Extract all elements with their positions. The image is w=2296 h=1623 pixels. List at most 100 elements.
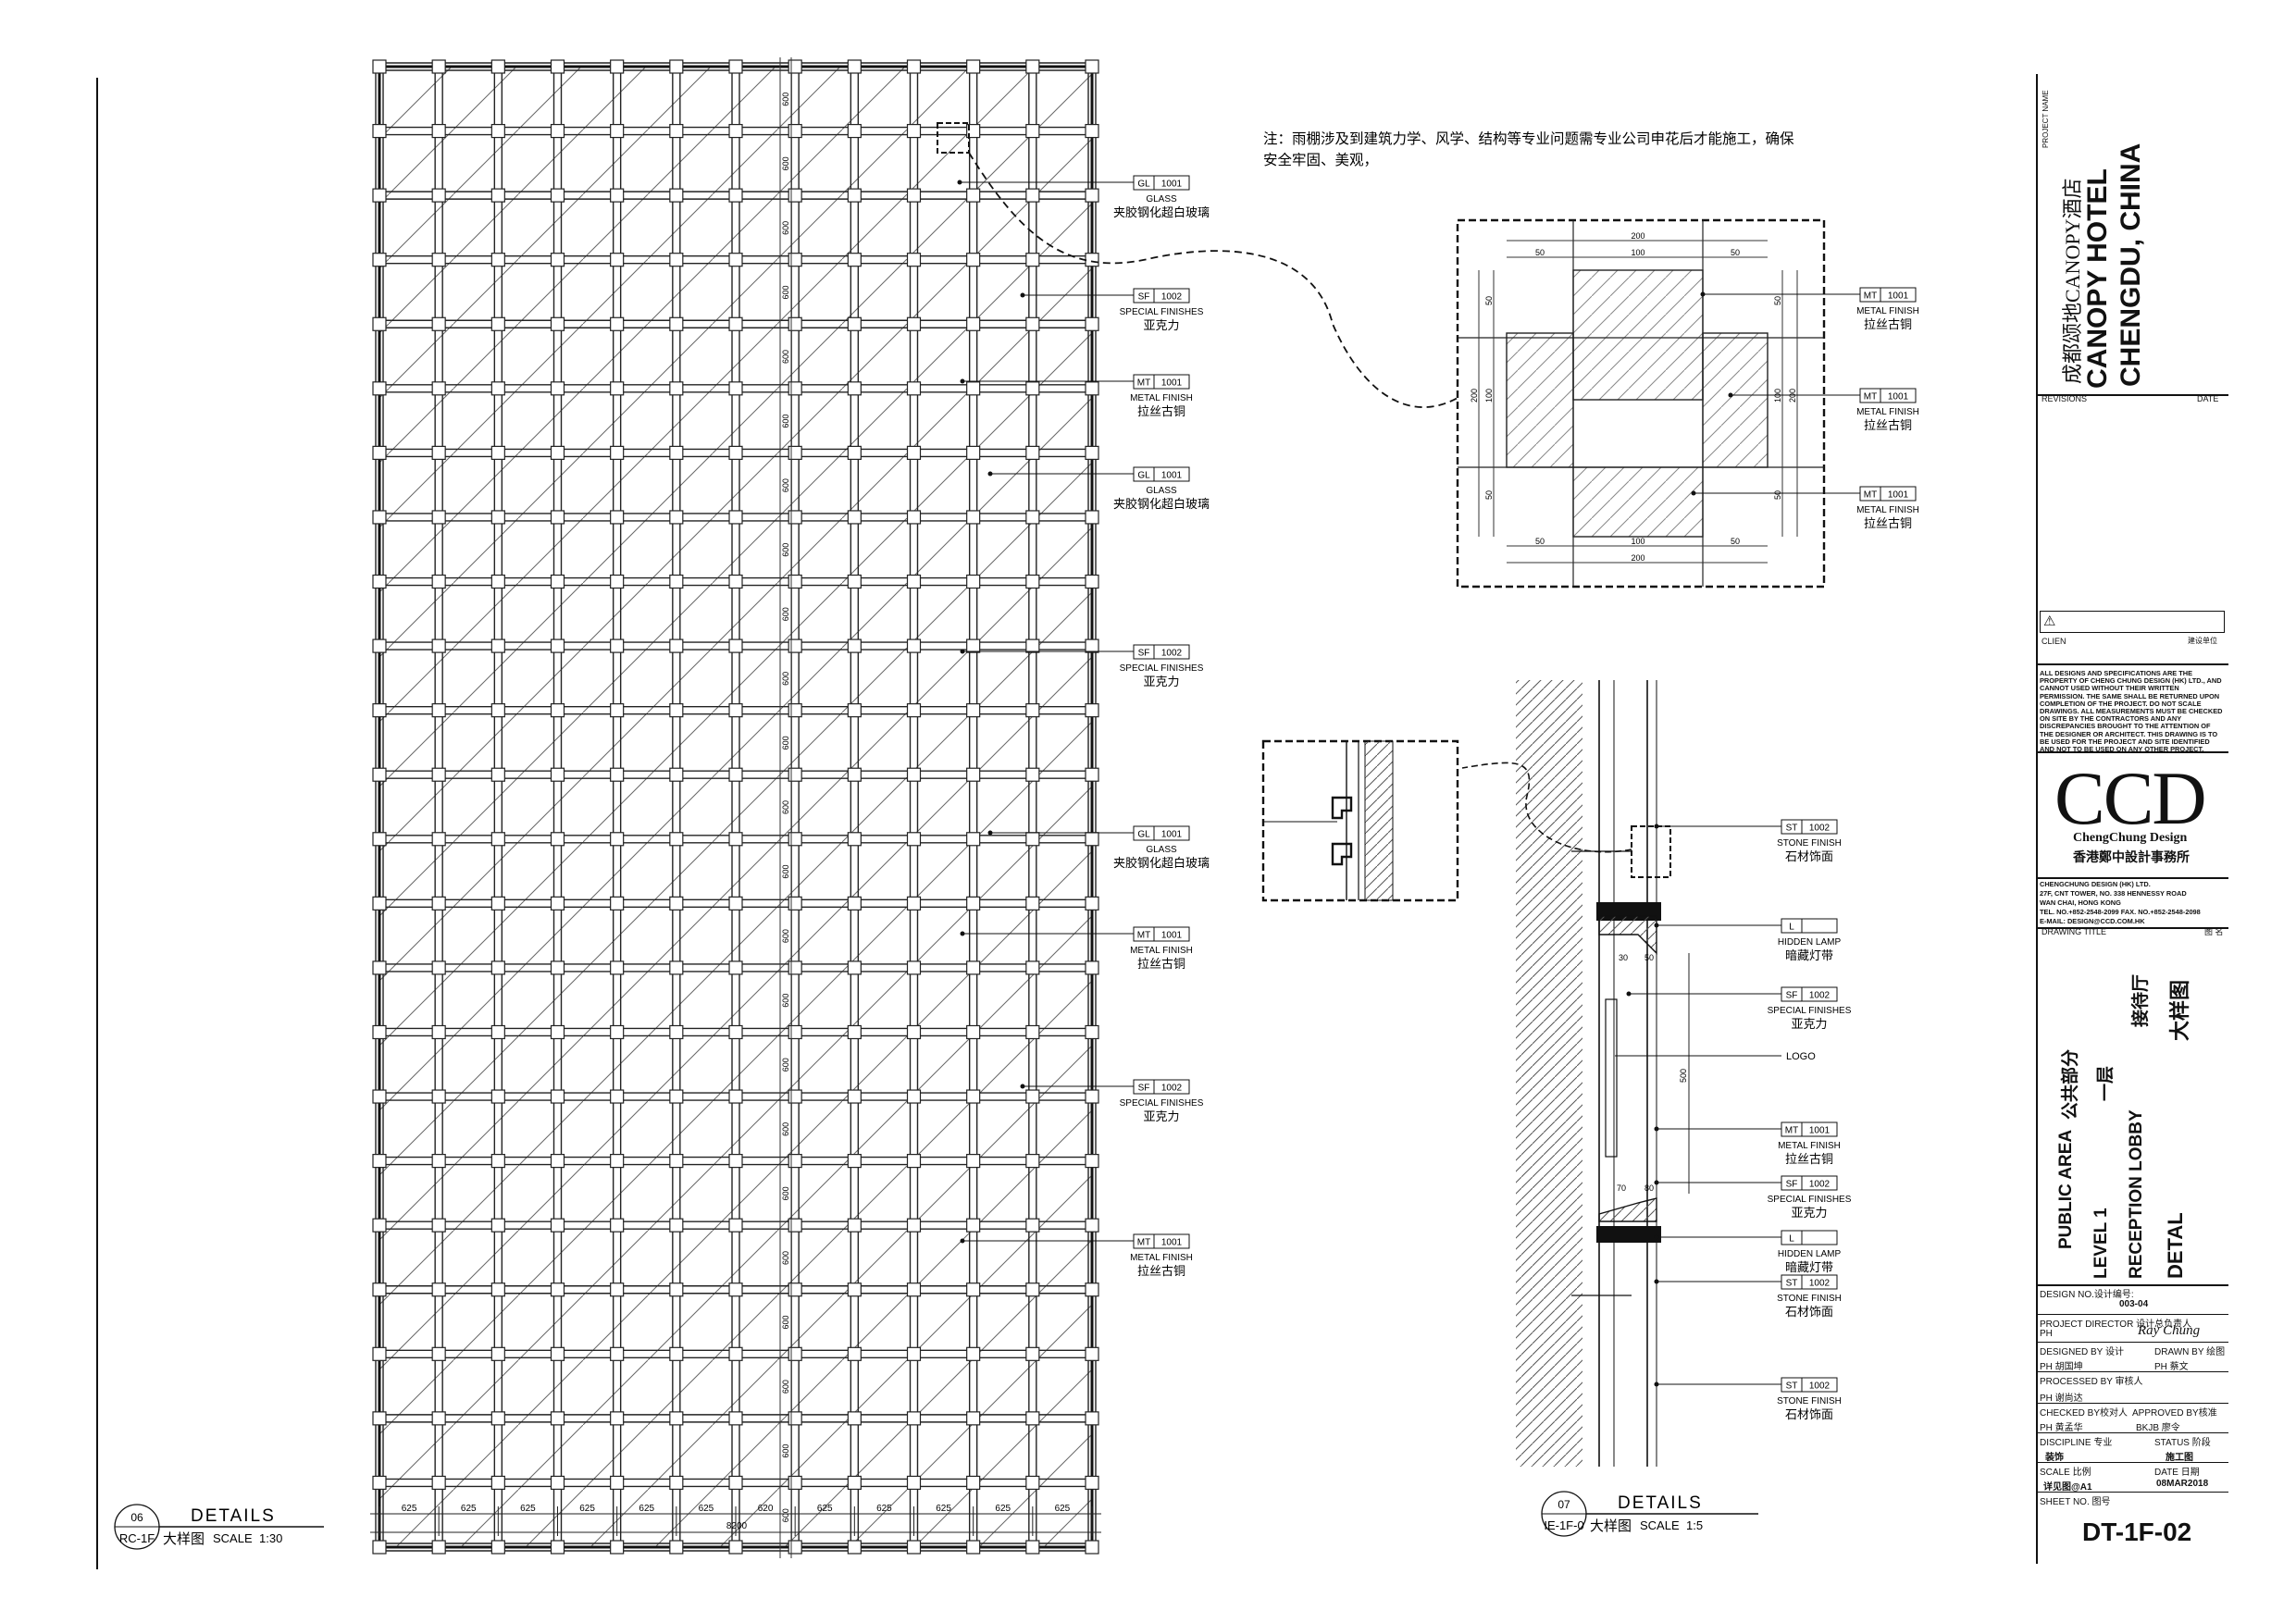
grid-node [847,253,862,267]
grid-node [788,896,802,911]
grid-node [788,123,802,139]
grid-node [431,1411,446,1426]
grid-node [966,1346,981,1361]
dimension-label: 600 [781,350,790,364]
grid-node [372,896,387,911]
callout-tag [1133,466,1190,482]
callout-number: 1001 [1809,1126,1831,1136]
project-name-label: PROJECT NAME [2042,90,2050,148]
grid-node [372,316,387,331]
grid-node [550,1411,565,1426]
grid-node [610,960,625,975]
note-line-1: 注：雨棚涉及到建筑力学、风学、结构等专业问题需专业公司申花后才能施工，确保 [1263,130,1794,147]
grid-node [1085,1282,1099,1297]
grid-node [490,703,505,718]
wall-section-detail [1261,680,1671,1467]
callout-cn: 夹胶钢化超白玻璃 [1113,205,1210,219]
dimension-label: 600 [781,1315,790,1329]
grid-node [490,767,505,782]
leader-dot [1691,490,1696,496]
callout-code: MT [1864,291,1877,302]
grid-node [1085,253,1099,267]
callout-cn: 暗藏灯带 [1785,948,1833,962]
grid-node [966,638,981,653]
callout-number: 1001 [1888,291,1909,302]
grid-node [847,1089,862,1104]
grid-node [966,1540,981,1555]
grid-node [728,832,743,847]
grid-node [788,1540,802,1555]
grid-node [431,960,446,975]
grid-node [966,767,981,782]
grid-node [550,574,565,589]
grid-node [847,832,862,847]
grid-node [610,1154,625,1169]
dimension-label: 50 [1731,248,1740,257]
detail-scale: 1:30 [259,1531,282,1545]
grid-node [728,896,743,911]
grid-node [906,123,922,139]
grid-node [966,316,981,331]
discipline-label: DISCIPLINE 专业 [2040,1438,2113,1448]
date-value: 08MAR2018 [2156,1479,2209,1489]
dimension-label: 600 [781,1444,790,1458]
grid-node [788,1411,802,1426]
dimension-label: 625 [461,1504,477,1514]
grid-node [550,253,565,267]
grid-node [847,896,862,911]
designed-by-label: DESIGNED BY 设计 [2040,1347,2124,1357]
callout-en: STONE FINISH [1777,1294,1842,1304]
node-detail [1456,218,1826,588]
dimension-label: 600 [781,1251,790,1265]
company-tel: TEL. NO.+852-2548-2099 FAX. NO.+852-2548… [2040,908,2201,916]
callout-en: SPECIAL FINISHES [1768,1195,1852,1205]
status-value: 施工图 [2166,1453,2193,1463]
grid-node [431,1475,446,1491]
callout-number: 1001 [1888,392,1909,403]
callout-code: MT [1137,931,1150,941]
grid-node [788,1346,802,1361]
callout-en: HIDDEN LAMP [1778,937,1842,948]
grid-node [906,703,922,718]
grid-node [490,1282,505,1297]
callout-tag [1133,175,1190,191]
callout-cn: 拉丝古铜 [1137,404,1185,418]
grid-node [372,1154,387,1169]
grid-node [966,1154,981,1169]
leader-dot [1654,1126,1659,1132]
grid-node [1025,1154,1040,1169]
callout-cn: 石材饰面 [1785,1305,1833,1319]
callout-code: GL [1137,471,1150,481]
dimension-label: 625 [579,1504,595,1514]
dimension-label: 200 [1631,553,1644,563]
grid-node [550,316,565,331]
grid-node [906,510,922,525]
grid-node [550,1024,565,1040]
dimension-label: 200 [1631,231,1644,241]
grid-node [1085,510,1099,525]
callout-en: GLASS [1146,845,1177,855]
project-director-signature: Ray Chung [2138,1323,2201,1338]
leader-dot [1020,292,1025,298]
callout-tag [1781,1121,1838,1137]
grid-node [847,703,862,718]
designed-by-ph: PH 胡国坤 [2040,1362,2083,1372]
callout-tag [1781,986,1838,1002]
callout-tag [1859,486,1917,502]
callout-number: 1001 [1161,830,1183,840]
grid-node [490,510,505,525]
callout-tag [1133,1079,1190,1095]
grid-node [372,638,387,653]
callout-cn: 亚克力 [1791,1017,1827,1031]
room-cn: 接待厅 [2131,973,2151,1027]
grid-node [490,123,505,139]
grid-node [966,1475,981,1491]
detail-title: DETAILS [1618,1493,1703,1513]
dimension-label: 625 [699,1504,714,1514]
grid-node [372,960,387,975]
